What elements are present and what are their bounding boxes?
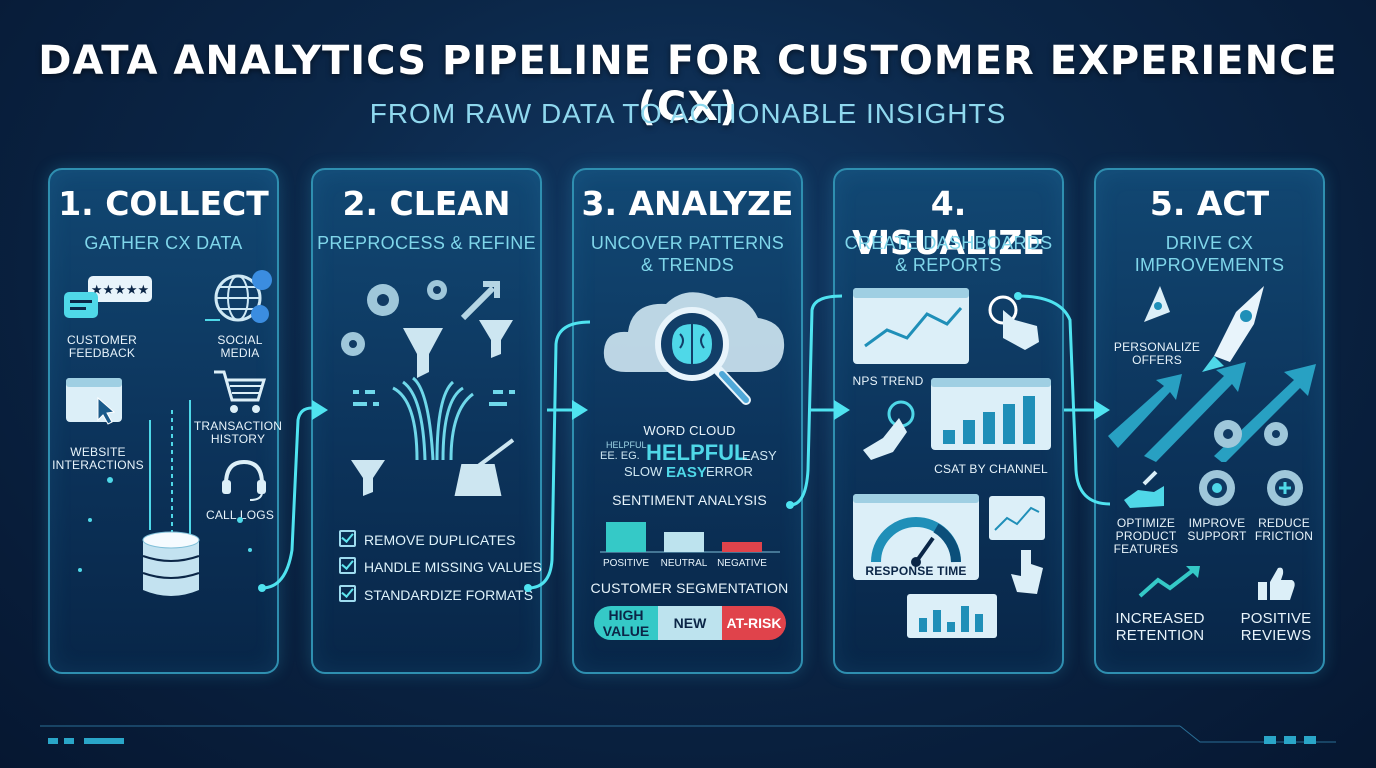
- action-improve-support: IMPROVE SUPPORT: [1187, 516, 1247, 543]
- segment-new: NEW: [658, 606, 722, 640]
- database-icon: [142, 531, 200, 596]
- source-label-feedback: CUSTOMER FEEDBACK: [66, 333, 138, 360]
- step-act-panel: 5. ACT DRIVE CX IMPROVEMENTS PERSONALIZE…: [1094, 168, 1325, 674]
- csat-label: CSAT BY CHANNEL: [934, 462, 1048, 476]
- step-subtitle: DRIVE CX IMPROVEMENTS: [1134, 233, 1285, 275]
- source-label-social: SOCIAL MEDIA: [217, 333, 263, 360]
- step-title: 5. ACT: [1149, 184, 1270, 223]
- funnel-icon: [403, 328, 443, 378]
- response-time-label: RESPONSE TIME: [865, 564, 967, 578]
- word-cloud-label: WORD CLOUD: [643, 423, 736, 438]
- mini-bar-report: [907, 594, 997, 638]
- sentiment-label-positive: POSITIVE: [603, 558, 649, 569]
- shopping-cart-icon: [214, 370, 267, 413]
- source-label-calllogs: CALL LOGS: [205, 508, 275, 522]
- friction-gear-icon: [1267, 470, 1303, 506]
- csat-dashboard: [931, 378, 1051, 450]
- pointer-hand-icon: [988, 295, 1039, 350]
- step-subtitle: PREPROCESS & REFINE: [317, 233, 536, 253]
- outcome-retention: INCREASED RETENTION: [1115, 610, 1205, 644]
- step-clean-panel: 2. CLEAN PREPROCESS & REFINE: [311, 168, 542, 674]
- page-title: DATA ANALYTICS PIPELINE FOR CUSTOMER EXP…: [38, 38, 1338, 130]
- step-subtitle: GATHER CX DATA: [84, 233, 243, 253]
- step-title: 1. COLLECT: [58, 184, 269, 223]
- segment-high-value: HIGH VALUE: [594, 606, 658, 640]
- segmentation-label: CUSTOMER SEGMENTATION: [590, 580, 789, 596]
- gears-small-icon: [1214, 420, 1288, 448]
- hand-wrench-icon: [1124, 470, 1164, 508]
- task-remove-duplicates: REMOVE DUPLICATES: [339, 530, 515, 548]
- step-subtitle: CREATE DASHBOARDS & REPORTS: [844, 233, 1053, 275]
- outcome-reviews: POSITIVE REVIEWS: [1240, 610, 1312, 644]
- headset-icon: [222, 459, 266, 501]
- thumbs-up-icon: [1258, 567, 1295, 600]
- svg-text:★★★★★: ★★★★★: [91, 283, 149, 298]
- sentiment-bar-neutral: [664, 532, 704, 552]
- mini-chart-touch-icon: [989, 496, 1045, 594]
- trend-up-icon: [1138, 566, 1200, 598]
- step-visualize-panel: 4. VISUALIZE CREATE DASHBOARDS & REPORTS…: [833, 168, 1064, 674]
- support-gear-icon: [1199, 470, 1235, 506]
- wrench-icon: [460, 281, 500, 321]
- word-cloud: HELPFUL EE. EG. HELPFUL EASY SLOW EASY E…: [600, 440, 777, 481]
- touch-hand-icon: [863, 400, 915, 460]
- nps-trend-label: NPS TREND: [852, 374, 924, 388]
- step-title: 3. ANALYZE: [581, 184, 794, 223]
- action-optimize: OPTIMIZE PRODUCT FEATURES: [1113, 516, 1179, 556]
- segment-at-risk: AT-RISK: [722, 606, 786, 640]
- action-personalize: PERSONALIZE OFFERS: [1113, 340, 1201, 367]
- step-title: 2. CLEAN: [342, 184, 511, 223]
- sentiment-bar-negative: [722, 542, 762, 552]
- sentiment-bar-positive: [606, 522, 646, 552]
- nps-trend-dashboard: [853, 288, 969, 364]
- brush-icon: [454, 438, 515, 496]
- source-label-transaction: TRANSACTION HISTORY: [193, 419, 283, 446]
- browser-cursor-icon: [66, 378, 122, 425]
- step-title: 4. VISUALIZE: [852, 184, 1045, 262]
- action-reduce-friction: REDUCE FRICTION: [1254, 516, 1314, 543]
- step-collect-panel: 1. COLLECT GATHER CX DATA ★★★★★ CUSTOMER…: [48, 168, 282, 674]
- footer-decoration: [40, 725, 1336, 744]
- task-handle-missing: HANDLE MISSING VALUES: [339, 557, 542, 575]
- gears-icon: [341, 280, 515, 496]
- task-standardize: STANDARDIZE FORMATS: [339, 585, 533, 603]
- step-subtitle: UNCOVER PATTERNS & TRENDS: [590, 233, 785, 275]
- page-subtitle: FROM RAW DATA TO ACTIONABLE INSIGHTS: [369, 98, 1007, 129]
- chat-review-icon: ★★★★★: [64, 276, 152, 318]
- step-analyze-panel: 3. ANALYZE UNCOVER PATTERNS & TRENDS WOR…: [572, 168, 803, 674]
- sentiment-label-negative: NEGATIVE: [717, 558, 767, 569]
- globe-social-icon: [214, 270, 272, 323]
- sentiment-label: SENTIMENT ANALYSIS: [612, 492, 767, 508]
- source-label-website: WEBSITE INTERACTIONS: [52, 445, 144, 472]
- sentiment-label-neutral: NEUTRAL: [661, 558, 708, 569]
- response-time-gauge: [853, 494, 979, 580]
- sentiment-chart: POSITIVE NEUTRAL NEGATIVE: [600, 522, 780, 569]
- brain-magnifier-icon: [603, 292, 785, 405]
